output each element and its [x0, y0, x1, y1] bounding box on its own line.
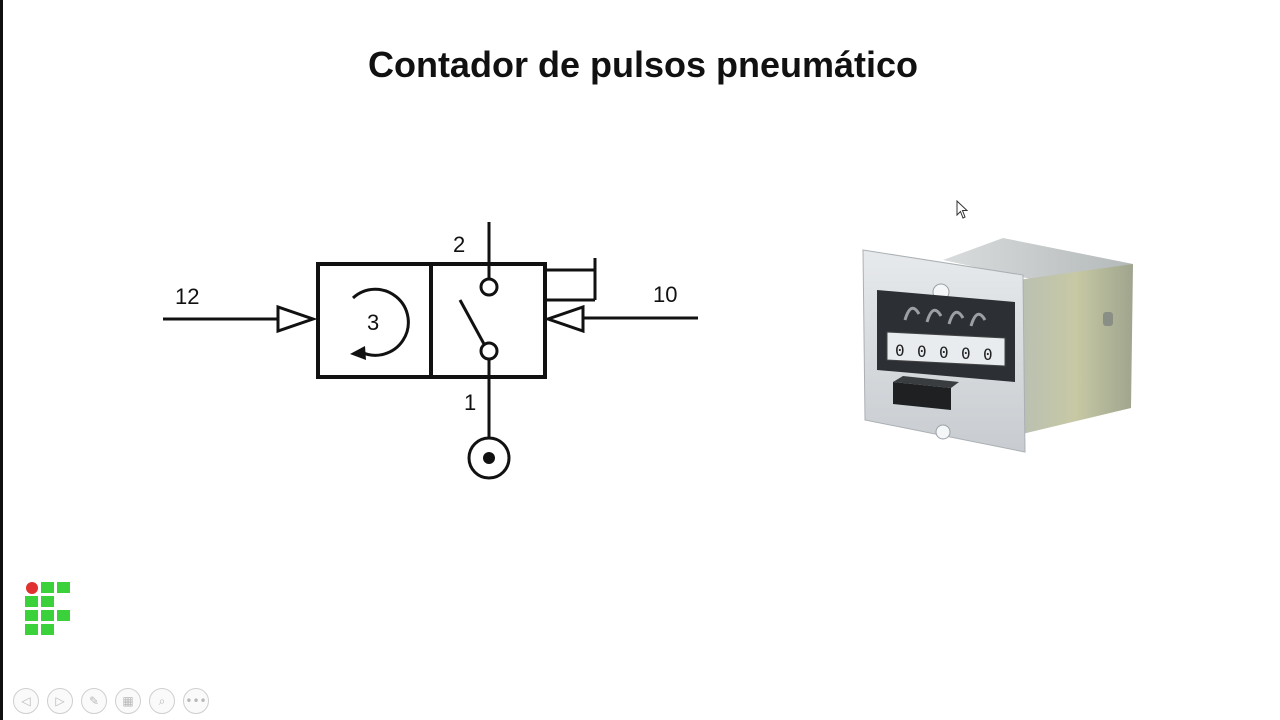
reset-button-top	[893, 376, 959, 388]
side-screw	[1103, 312, 1113, 326]
pilot-triangle-right	[543, 304, 585, 334]
pressure-source-inner	[483, 452, 495, 464]
slides-icon: ▦	[122, 694, 134, 708]
pilot-triangle-left	[276, 304, 318, 334]
contact-bottom	[479, 341, 499, 361]
mouse-cursor-icon	[956, 200, 969, 219]
slideshow-toolbar: ◁ ▷ ✎ ▦ ⌕ •••	[13, 688, 209, 718]
port-12-label: 12	[175, 284, 199, 309]
institution-logo	[25, 582, 70, 635]
digit-5: 0	[983, 345, 993, 364]
more-icon: •••	[185, 694, 207, 708]
digit-4: 0	[961, 344, 971, 363]
pneumatic-counter-symbol: 12 3 2 1 10	[163, 222, 698, 480]
switch-lever	[458, 299, 486, 345]
counter-digits: 0 0 0 0 0	[895, 341, 993, 364]
reset-button	[893, 382, 951, 410]
digit-1: 0	[895, 341, 905, 360]
drum-dividers	[903, 306, 987, 327]
contact-top	[479, 277, 499, 297]
housing-side	[1018, 264, 1133, 435]
more-options-button[interactable]: •••	[183, 688, 209, 714]
port-1-label: 1	[464, 390, 476, 415]
previous-slide-button[interactable]: ◁	[13, 688, 39, 714]
arrow-left-icon: ◁	[21, 694, 31, 708]
counter-label: 3	[367, 310, 379, 335]
digit-strip	[886, 331, 1006, 367]
counter-rotation-arrowhead	[350, 346, 366, 360]
zoom-button[interactable]: ⌕	[149, 688, 175, 714]
next-slide-button[interactable]: ▷	[47, 688, 73, 714]
digit-3: 0	[939, 343, 949, 362]
port-2-label: 2	[453, 232, 465, 257]
arrow-right-icon: ▷	[55, 694, 65, 708]
port-10-label: 10	[653, 282, 677, 307]
pen-tool-button[interactable]: ✎	[81, 688, 107, 714]
logo-red-dot	[26, 582, 38, 594]
zoom-icon: ⌕	[158, 693, 166, 708]
pen-icon: ✎	[88, 694, 100, 708]
counter-device-photo: 0 0 0 0 0	[862, 238, 1133, 453]
digit-2: 0	[917, 342, 927, 361]
slide-title: Contador de pulsos pneumático	[367, 44, 919, 85]
see-all-slides-button[interactable]: ▦	[115, 688, 141, 714]
plate-hole-bottom	[935, 424, 951, 440]
counter-rotation-arc	[351, 287, 410, 357]
